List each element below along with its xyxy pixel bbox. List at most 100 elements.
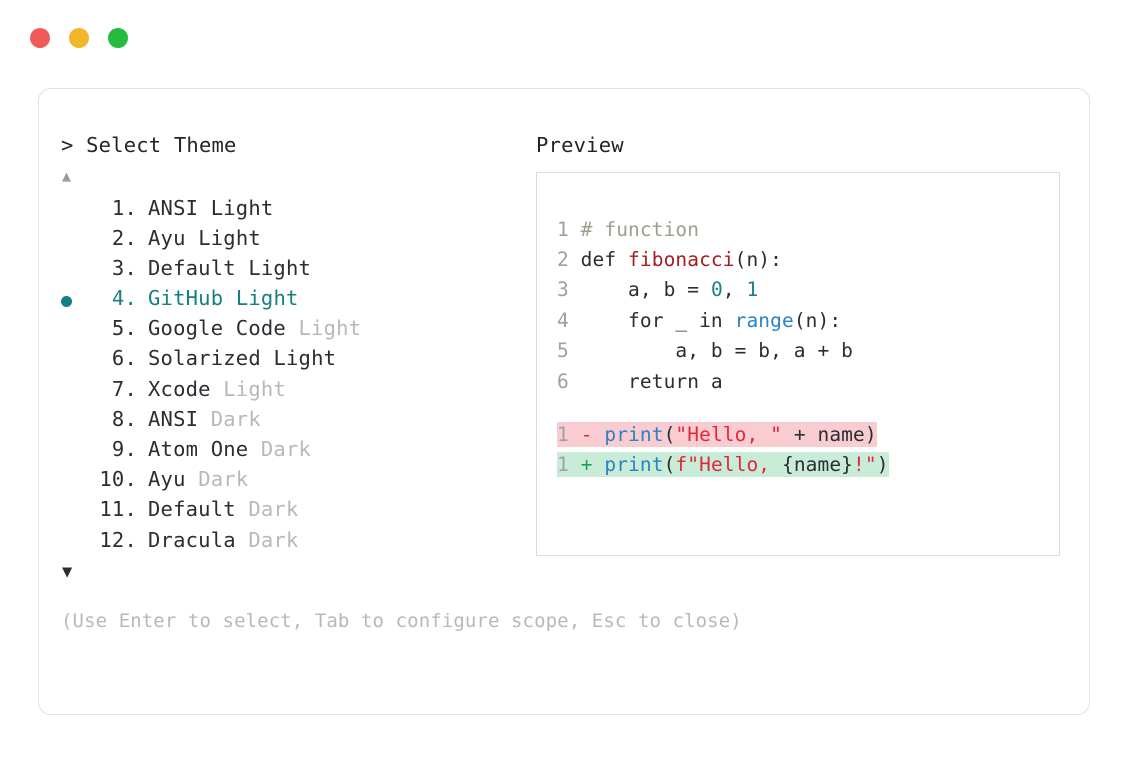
theme-item-space bbox=[261, 346, 274, 370]
theme-item-number: 2. bbox=[111, 225, 137, 250]
theme-item-space bbox=[198, 407, 211, 431]
theme-selection-pane: > Select Theme ▲ 1. ANSI Light 2. Ayu Light… bbox=[61, 133, 742, 632]
theme-item-variant: Light bbox=[248, 255, 312, 280]
code-token: range bbox=[734, 308, 794, 332]
theme-item-name: Dracula bbox=[148, 527, 236, 552]
code-token: a, b = b, a + b bbox=[568, 339, 854, 363]
theme-list-item[interactable]: 3.Default Light bbox=[61, 256, 531, 286]
selection-bullet-cell bbox=[61, 437, 91, 467]
code-line: 1 # function bbox=[537, 215, 1059, 245]
code-token: ( bbox=[663, 422, 676, 446]
code-blank-line bbox=[537, 397, 1059, 420]
theme-item-space bbox=[186, 467, 199, 491]
minimize-window-button[interactable] bbox=[69, 28, 89, 48]
code-token: {name} bbox=[781, 453, 854, 477]
theme-item-number: 9. bbox=[111, 437, 137, 461]
line-number: 2 bbox=[557, 247, 569, 271]
code-token: for _ in bbox=[568, 308, 735, 332]
code-line: 6 return a bbox=[537, 367, 1059, 397]
theme-selector-card: > Select Theme ▲ 1. ANSI Light 2. Ayu Light… bbox=[38, 88, 1090, 715]
theme-item-variant: Dark bbox=[248, 527, 299, 552]
theme-item-number: 6. bbox=[111, 346, 137, 371]
line-number: 6 bbox=[557, 369, 569, 393]
theme-item-name: Ayu bbox=[148, 225, 186, 250]
theme-item-space bbox=[236, 497, 249, 521]
theme-list-item[interactable]: 5.Google Code Light bbox=[61, 316, 531, 346]
code-token: f"Hello, bbox=[675, 453, 782, 477]
code-token: a, b = bbox=[568, 278, 711, 302]
selection-bullet-cell bbox=[61, 497, 91, 527]
selection-bullet-cell bbox=[61, 467, 91, 497]
theme-item-name: ANSI bbox=[148, 195, 199, 220]
keyboard-hint: (Use Enter to select, Tab to configure s… bbox=[61, 609, 742, 632]
theme-item-variant: Dark bbox=[210, 406, 261, 431]
theme-item-number: 7. bbox=[111, 376, 137, 401]
code-token bbox=[569, 453, 581, 476]
code-token: def bbox=[568, 247, 629, 271]
theme-list-item[interactable]: 11.Default Dark bbox=[61, 497, 531, 527]
theme-item-space bbox=[223, 286, 236, 310]
theme-item-space bbox=[236, 256, 249, 280]
diff-line-add: 1 + print(f"Hello, {name}!") bbox=[537, 450, 1059, 480]
diff-highlight: 1 - print("Hello, " + name) bbox=[557, 421, 877, 447]
theme-list-item[interactable]: 8.ANSI Dark bbox=[61, 407, 531, 437]
selection-bullet-cell bbox=[61, 316, 91, 346]
theme-list-item[interactable]: 1.ANSI Light bbox=[61, 196, 531, 226]
page-title: > Select Theme bbox=[61, 133, 237, 157]
selection-bullet-cell bbox=[61, 346, 91, 376]
theme-list-item[interactable]: 9.Atom One Dark bbox=[61, 437, 531, 467]
selection-bullet-cell bbox=[61, 286, 91, 316]
code-token: ) bbox=[876, 453, 889, 477]
diff-highlight: 1 + print(f"Hello, {name}!") bbox=[557, 452, 889, 478]
selection-bullet-cell bbox=[61, 407, 91, 437]
theme-item-variant: Light bbox=[235, 286, 299, 311]
theme-item-name: Atom One bbox=[148, 437, 249, 461]
theme-list-item[interactable]: 12.Dracula Dark bbox=[61, 528, 531, 558]
code-token: 1 bbox=[746, 278, 759, 302]
theme-item-space bbox=[236, 528, 249, 552]
code-token: (n): bbox=[793, 308, 842, 332]
selection-bullet-cell bbox=[61, 528, 91, 558]
theme-item-name: Ayu bbox=[148, 467, 186, 492]
theme-item-name: Solarized bbox=[148, 346, 261, 371]
scroll-down-icon[interactable]: ▼ bbox=[62, 561, 73, 582]
code-line: 5 a, b = b, a + b bbox=[537, 336, 1059, 366]
scroll-up-icon[interactable]: ▲ bbox=[62, 166, 72, 185]
theme-list-item[interactable]: 6.Solarized Light bbox=[61, 346, 531, 376]
theme-list-item[interactable]: 4. GitHub Light bbox=[61, 286, 531, 316]
code-token: fibonacci bbox=[628, 247, 735, 271]
theme-item-name: Default bbox=[148, 255, 236, 280]
theme-item-space bbox=[286, 316, 299, 340]
code-token: !" bbox=[853, 453, 877, 477]
selection-bullet-cell bbox=[61, 196, 91, 226]
theme-item-number: 4. bbox=[111, 286, 137, 311]
maximize-window-button[interactable] bbox=[108, 28, 128, 48]
code-token: print bbox=[604, 453, 664, 477]
code-line: 3 a, b = 0, 1 bbox=[537, 275, 1059, 305]
theme-item-variant: Light bbox=[223, 376, 286, 401]
theme-list-item[interactable]: 7.Xcode Light bbox=[61, 377, 531, 407]
theme-item-name: GitHub bbox=[148, 286, 224, 311]
theme-item-number: 1. bbox=[111, 195, 137, 220]
theme-item-space bbox=[186, 226, 199, 250]
close-window-button[interactable] bbox=[30, 28, 50, 48]
theme-item-space bbox=[248, 437, 261, 461]
theme-item-name: Default bbox=[148, 497, 236, 522]
selection-bullet-cell bbox=[61, 256, 91, 286]
selected-bullet-icon bbox=[61, 295, 72, 307]
theme-item-number: 11. bbox=[99, 497, 137, 522]
code-token: - bbox=[580, 422, 593, 446]
code-token: return a bbox=[568, 369, 723, 393]
theme-list-item[interactable]: 2.Ayu Light bbox=[61, 226, 531, 256]
code-token: + name) bbox=[781, 422, 877, 446]
theme-item-number: 5. bbox=[111, 316, 137, 341]
code-token: "Hello, " bbox=[675, 422, 782, 446]
code-token bbox=[569, 423, 581, 446]
code-line: 4 for _ in range(n): bbox=[537, 306, 1059, 336]
theme-item-space bbox=[211, 377, 224, 401]
theme-list-item[interactable]: 10.Ayu Dark bbox=[61, 467, 531, 497]
line-number: 3 bbox=[557, 278, 569, 302]
